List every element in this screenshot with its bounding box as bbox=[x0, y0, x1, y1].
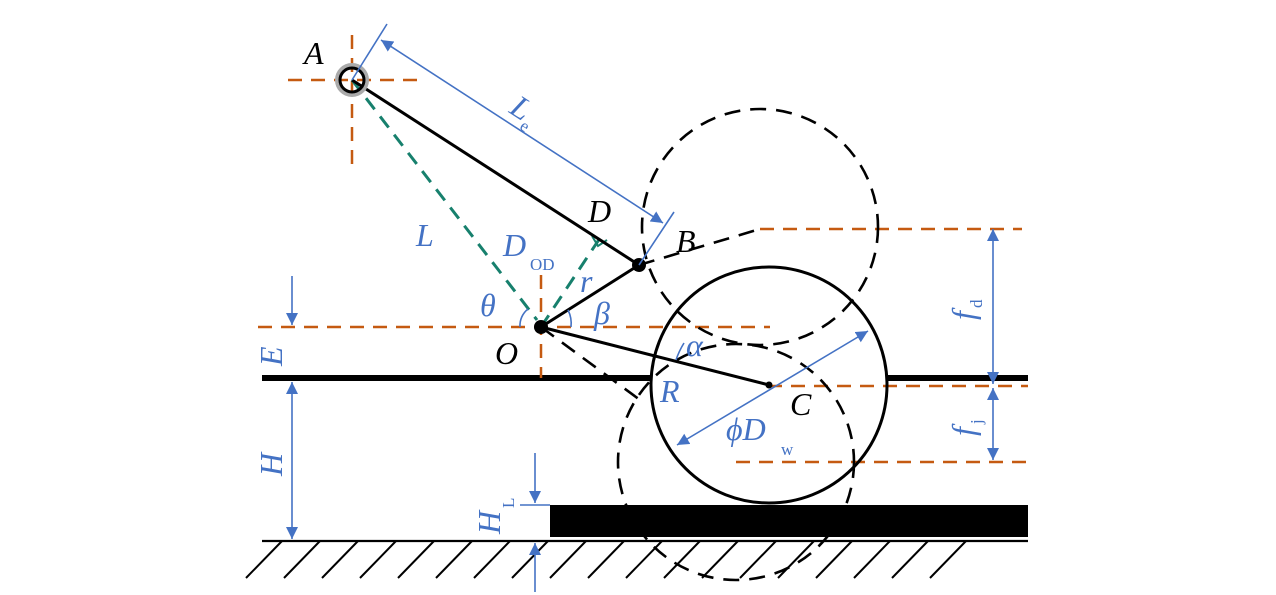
label-fd: f d bbox=[945, 299, 986, 320]
ground bbox=[245, 539, 1028, 579]
hatch-mark bbox=[321, 540, 359, 579]
svg-text:E: E bbox=[253, 346, 289, 367]
label-phiDw: ϕD w bbox=[726, 411, 794, 459]
hatch-mark bbox=[473, 540, 511, 579]
label-L: L bbox=[415, 217, 434, 253]
joint-A bbox=[338, 66, 366, 94]
joint-A-outer bbox=[335, 63, 369, 97]
arm-AB bbox=[351, 78, 640, 267]
joint-C bbox=[765, 381, 773, 389]
hatch-mark bbox=[511, 540, 549, 579]
label-r: r bbox=[580, 263, 593, 299]
svg-text:d: d bbox=[967, 299, 986, 308]
svg-text:w: w bbox=[781, 440, 794, 459]
hatch-mark bbox=[359, 540, 397, 579]
hatch-mark bbox=[891, 540, 929, 579]
label-H: H bbox=[253, 451, 289, 477]
wheel-main bbox=[649, 265, 889, 505]
label-DOD: D OD bbox=[502, 227, 555, 274]
hatch-mark bbox=[549, 540, 587, 579]
svg-text:L: L bbox=[499, 498, 518, 508]
label-A: A bbox=[302, 35, 324, 71]
svg-text:H: H bbox=[471, 509, 507, 535]
hatch-mark bbox=[739, 540, 777, 579]
hatch-mark bbox=[397, 540, 435, 579]
hatch-mark bbox=[663, 540, 701, 579]
label-alpha: α bbox=[686, 327, 704, 363]
dashed-to-upper-wheel bbox=[638, 227, 761, 267]
hatch-mark bbox=[435, 540, 473, 579]
label-theta: θ bbox=[480, 287, 496, 323]
hatch-mark bbox=[587, 540, 625, 579]
ground-hatch bbox=[245, 540, 967, 579]
label-O: O bbox=[495, 335, 518, 371]
svg-text:D: D bbox=[502, 227, 526, 263]
hatch-mark bbox=[777, 540, 815, 579]
platform-block bbox=[550, 505, 1028, 537]
label-beta: β bbox=[593, 295, 610, 331]
label-Le: L e bbox=[503, 87, 538, 136]
hatch-mark bbox=[701, 540, 739, 579]
dashed-to-lower-wheel bbox=[540, 325, 641, 402]
hatch-mark bbox=[283, 540, 321, 579]
theta-arc bbox=[519, 308, 529, 328]
label-R: R bbox=[659, 373, 680, 409]
dimension-lines bbox=[286, 23, 999, 592]
label-B: B bbox=[676, 223, 696, 259]
label-D: D bbox=[587, 193, 611, 229]
joint-O bbox=[534, 320, 548, 334]
arm-OB bbox=[540, 263, 640, 329]
hatch-mark bbox=[815, 540, 853, 579]
hatch-mark bbox=[853, 540, 891, 579]
svg-text:L: L bbox=[503, 87, 538, 127]
label-E: E bbox=[253, 346, 289, 367]
label-HL: H L bbox=[471, 498, 518, 535]
svg-text:ϕD: ϕD bbox=[726, 411, 766, 447]
svg-text:j: j bbox=[967, 419, 986, 425]
beta-arc bbox=[567, 309, 572, 328]
svg-text:OD: OD bbox=[530, 255, 555, 274]
hatch-mark bbox=[625, 540, 663, 579]
svg-text:H: H bbox=[253, 451, 289, 477]
line-DOD bbox=[539, 237, 602, 328]
label-fj: f j bbox=[945, 419, 986, 436]
label-C: C bbox=[790, 386, 812, 422]
hatch-mark bbox=[245, 540, 283, 579]
hatch-mark bbox=[929, 540, 967, 579]
